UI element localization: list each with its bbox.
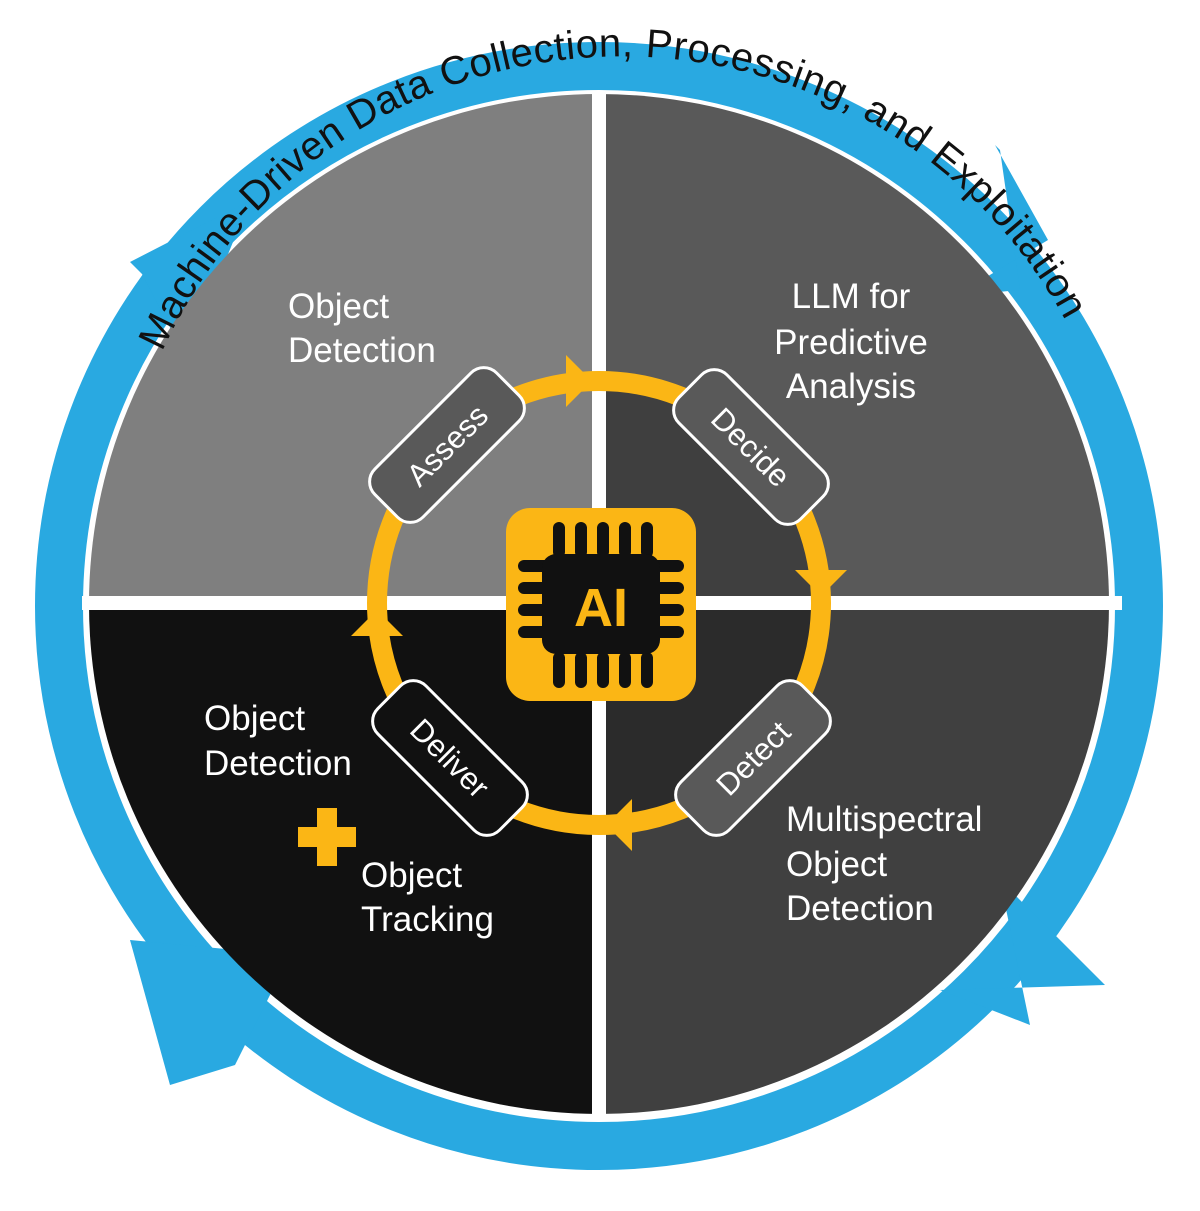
quadrant-text-bottom-left: Object Detection Object Tracking <box>204 699 494 939</box>
ring-arrowhead-icon <box>940 880 1105 1025</box>
cycle-arrow-icon <box>795 570 847 596</box>
cycle-ring <box>367 371 831 835</box>
svg-text:Tracking: Tracking <box>361 900 494 939</box>
svg-text:LLM for: LLM for <box>792 277 911 316</box>
cycle-arrow-icon <box>606 799 632 851</box>
svg-text:Detection: Detection <box>288 331 436 370</box>
svg-text:Analysis: Analysis <box>786 367 916 406</box>
svg-text:Detection: Detection <box>204 744 352 783</box>
ring-arrowhead-icon <box>955 145 1048 296</box>
quadrant-text-top-left: Object Detection <box>288 287 436 370</box>
svg-text:Object: Object <box>361 856 462 895</box>
svg-text:Object: Object <box>786 845 887 884</box>
svg-text:Object: Object <box>288 287 389 326</box>
center-label: AI <box>574 578 628 638</box>
svg-text:Object: Object <box>204 699 305 738</box>
outer-ring <box>35 42 1163 1170</box>
ring-arrowhead-icon <box>130 190 270 358</box>
svg-text:Detection: Detection <box>786 889 934 928</box>
plus-icon <box>298 808 356 866</box>
quadrant-text-bottom-right: Multispectral Object Detection <box>786 800 982 928</box>
chip-icon: AI <box>506 508 696 701</box>
quadrant-text-top-right: LLM for Predictive Analysis <box>774 277 928 406</box>
cycle-arrow-icon <box>566 355 592 407</box>
ring-arrowhead-icon <box>130 940 290 1085</box>
cycle-arrow-icon <box>351 610 403 636</box>
svg-text:Predictive: Predictive <box>774 323 928 362</box>
svg-text:Multispectral: Multispectral <box>786 800 982 839</box>
